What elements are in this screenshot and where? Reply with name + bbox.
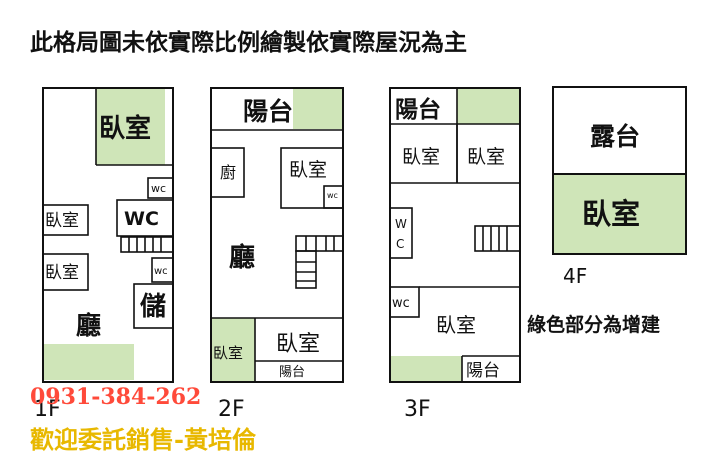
3f-bedroom-a-label: 臥室 xyxy=(402,146,440,168)
3f-addition-bottom xyxy=(391,356,462,382)
1f-stairs xyxy=(120,236,174,253)
2f-wc-box xyxy=(323,185,344,209)
2f-bedroom-left-label: 臥室 xyxy=(213,344,243,362)
floor-label-3f: 3F xyxy=(404,397,431,422)
1f-bedroom-b-label: 臥室 xyxy=(45,263,79,283)
2f-bedroom-right-label: 臥室 xyxy=(289,159,327,181)
4f-terrace-label: 露台 xyxy=(590,122,640,151)
1f-wc-small2-box xyxy=(151,257,174,283)
1f-wc-main-label: WC xyxy=(124,208,159,230)
3f-wc-side-box xyxy=(389,207,413,259)
3f-wc-side-c-label: C xyxy=(396,237,404,251)
1f-wc-small-box xyxy=(147,177,174,199)
2f-bedroom-bottom-label: 臥室 xyxy=(276,332,320,357)
2f-stairs xyxy=(295,235,344,289)
floor-2f-plan: 陽台 廚 臥室 wc 廳 臥室 臥室 陽台 xyxy=(210,87,344,383)
3f-wc-label: wc xyxy=(392,296,410,311)
legend-note: 綠色部分為增建 xyxy=(527,313,660,336)
3f-wc-side-w-label: W xyxy=(395,217,407,231)
2f-bedroom-right-box xyxy=(280,147,344,209)
floor-label-2f: 2F xyxy=(218,397,245,422)
1f-addition-hall-bottom xyxy=(44,344,134,380)
3f-balcony-bottom-label: 陽台 xyxy=(466,361,500,381)
4f-bedroom-label: 臥室 xyxy=(582,197,640,231)
3f-balcony-top-label: 陽台 xyxy=(395,96,441,123)
contact-agent: 歡迎委託銷售-黃培倫 xyxy=(30,425,257,454)
4f-outer-wall xyxy=(552,86,687,255)
2f-balcony-bottom-label: 陽台 xyxy=(279,365,305,380)
floor-1f-plan: 臥室 wc 臥室 WC 臥室 wc 儲 廳 xyxy=(42,87,174,383)
2f-kitchen-box xyxy=(210,147,245,198)
1f-hall-label: 廳 xyxy=(76,311,101,340)
1f-wc-small-label: wc xyxy=(151,182,166,195)
1f-addition-bedroom-top xyxy=(96,89,165,165)
4f-addition-bedroom xyxy=(554,175,686,254)
1f-bedroom-a-box xyxy=(42,204,89,236)
2f-addition-balcony-top xyxy=(293,89,342,129)
3f-wc-box xyxy=(389,286,420,318)
1f-storage-box xyxy=(133,283,174,329)
3f-outer-wall xyxy=(389,87,521,383)
2f-outer-wall xyxy=(210,87,344,383)
1f-wc-main-box xyxy=(116,199,174,237)
1f-bedroom-a-label: 臥室 xyxy=(45,211,79,231)
2f-balcony-top-label: 陽台 xyxy=(243,97,293,126)
3f-addition-balcony-top xyxy=(457,89,519,124)
1f-storage-label: 儲 xyxy=(140,292,166,322)
2f-hall-label: 廳 xyxy=(229,242,255,273)
1f-bedroom-top-label: 臥室 xyxy=(99,113,151,144)
floor-label-1f: 1F xyxy=(34,397,61,422)
3f-bedroom-b-label: 臥室 xyxy=(467,146,505,168)
2f-kitchen-label: 廚 xyxy=(220,163,236,182)
2f-wc-label: wc xyxy=(327,191,338,200)
1f-bedroom-b-box xyxy=(42,253,89,291)
3f-bedroom-c-label: 臥室 xyxy=(436,313,476,337)
2f-addition-bedroom-left xyxy=(212,318,255,382)
1f-wc-small2-label: wc xyxy=(154,266,168,277)
floor-4f-plan: 露台 臥室 xyxy=(552,86,687,255)
page-title: 此格局圖未依實際比例繪製依實際屋況為主 xyxy=(30,29,467,56)
3f-stairs xyxy=(474,225,521,252)
floor-3f-plan: 陽台 臥室 臥室 W C wc 臥室 陽台 xyxy=(389,87,521,383)
contact-phone: 0931-384-262 xyxy=(30,384,201,410)
floor-label-4f: 4F xyxy=(563,264,587,288)
